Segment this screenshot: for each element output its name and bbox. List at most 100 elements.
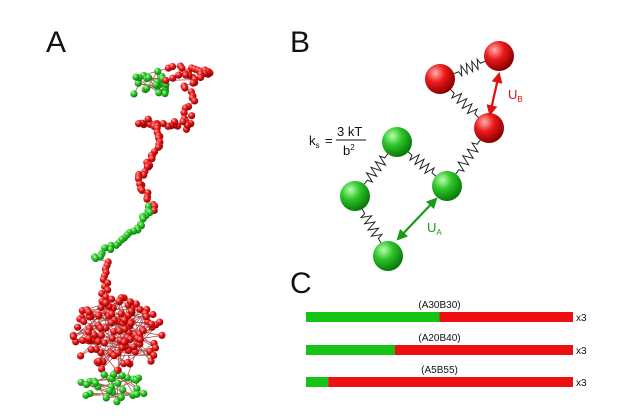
green-bead-4 bbox=[382, 127, 412, 157]
polymer-monomer bbox=[134, 175, 143, 183]
block-a-segment bbox=[306, 312, 440, 322]
formula-numerator: 3 kT bbox=[337, 124, 362, 139]
polymer-monomer bbox=[182, 71, 190, 79]
polymer-monomer bbox=[117, 393, 125, 402]
polymer-monomer bbox=[161, 90, 169, 98]
polymer-monomer bbox=[95, 357, 103, 365]
red-bead-0 bbox=[425, 64, 455, 94]
polymer-monomer bbox=[127, 319, 135, 327]
polymer-monomer bbox=[118, 372, 126, 380]
beads bbox=[340, 41, 514, 271]
ub-label: UB bbox=[508, 87, 523, 104]
spring-constant-formula: ks = 3 kT b2 bbox=[309, 124, 366, 158]
polymer-monomer bbox=[139, 327, 147, 335]
polymer-monomer bbox=[175, 71, 183, 79]
block-a-segment bbox=[306, 345, 395, 355]
repeat-multiplier: x3 bbox=[576, 346, 587, 357]
panel-a-letter: A bbox=[46, 26, 66, 59]
polymer-monomer bbox=[117, 310, 125, 318]
polymer-monomer bbox=[82, 381, 91, 389]
polymer-monomer bbox=[94, 337, 102, 346]
polymer-monomer bbox=[77, 352, 85, 360]
polymer-monomer bbox=[133, 385, 141, 393]
polymer-monomer bbox=[119, 386, 127, 394]
polymer-monomer bbox=[98, 365, 106, 373]
polymer-monomer bbox=[110, 328, 118, 336]
polymer-monomer bbox=[80, 317, 88, 326]
polymer-monomer bbox=[168, 63, 177, 71]
polymer-monomer bbox=[179, 118, 187, 126]
polymer-monomer bbox=[149, 310, 157, 319]
polymer-monomer bbox=[142, 313, 150, 321]
svg-text:ks: ks bbox=[309, 133, 320, 150]
polymer-monomer bbox=[197, 73, 205, 82]
polymer-monomer bbox=[154, 67, 162, 75]
polymer-monomer bbox=[134, 79, 142, 87]
polymer-monomer bbox=[107, 319, 115, 327]
polymer-monomer bbox=[130, 343, 138, 351]
repeat-multiplier: x3 bbox=[576, 378, 587, 389]
polymer-monomer bbox=[90, 331, 98, 339]
polymer-monomer bbox=[77, 378, 85, 386]
polymer-monomer bbox=[108, 334, 116, 342]
sequence-label: (A30B30) bbox=[418, 300, 460, 311]
polymer-monomer bbox=[133, 390, 141, 398]
polymer-monomer bbox=[102, 299, 110, 307]
polymer-monomer bbox=[136, 305, 144, 314]
polymer-monomer bbox=[101, 244, 109, 252]
polymer-monomer bbox=[191, 97, 199, 105]
polymer-monomer bbox=[159, 120, 167, 128]
polymer-monomer bbox=[152, 81, 160, 89]
polymer-monomer bbox=[107, 245, 115, 253]
polymer-monomer bbox=[110, 352, 118, 360]
polymer-monomer bbox=[178, 64, 186, 72]
polymer-monomer bbox=[102, 394, 110, 402]
spring-3 bbox=[407, 150, 437, 178]
polymer-monomer bbox=[132, 376, 140, 384]
bead-spring-model: UB UA ks = 3 kT b2 bbox=[309, 41, 523, 271]
spring-5 bbox=[359, 208, 384, 244]
polymer-monomer bbox=[189, 79, 197, 87]
polymer-monomer bbox=[127, 307, 135, 315]
polymer-monomer bbox=[188, 112, 196, 120]
polymer-monomer bbox=[97, 303, 105, 312]
polymer-monomer bbox=[132, 73, 140, 81]
sequence-bars: (A30B30)x3(A20B40)x3(A5B55)x3 bbox=[306, 300, 587, 389]
polymer-monomer bbox=[135, 120, 143, 128]
sequence-bar-1: (A20B40)x3 bbox=[306, 333, 587, 357]
spring-0 bbox=[452, 57, 487, 78]
polymer-monomer bbox=[162, 76, 170, 85]
polymer-monomer bbox=[85, 308, 93, 316]
polymer-monomer bbox=[97, 331, 105, 340]
formula-denominator: b bbox=[343, 143, 350, 158]
block-a-segment bbox=[306, 377, 329, 387]
formula-lhs: k bbox=[309, 133, 316, 148]
polymer-monomer bbox=[91, 379, 100, 387]
polymer-monomer bbox=[147, 357, 155, 365]
polymer-monomer bbox=[79, 336, 87, 344]
polymer-monomer bbox=[151, 344, 160, 352]
polymer-monomer bbox=[136, 336, 144, 344]
polymer-monomer bbox=[156, 318, 164, 326]
polymer-monomer bbox=[123, 374, 132, 382]
polymer-monomer bbox=[112, 241, 120, 249]
polymer-monomer bbox=[92, 254, 100, 262]
polymer-monomer bbox=[87, 346, 95, 354]
polymer-monomer bbox=[115, 327, 124, 335]
polymer-monomer bbox=[132, 300, 140, 308]
repeat-multiplier: x3 bbox=[576, 313, 587, 324]
polymer-monomer bbox=[97, 324, 105, 332]
polymer-monomer bbox=[100, 371, 108, 379]
polymer-monomer bbox=[118, 344, 126, 352]
spring-1 bbox=[449, 88, 480, 119]
polymer-monomer bbox=[181, 84, 189, 92]
formula-equals: = bbox=[325, 133, 333, 148]
polymer-monomer bbox=[120, 338, 128, 346]
ua-label: UA bbox=[427, 220, 442, 237]
panel-b-letter: B bbox=[290, 26, 310, 59]
polymer-monomer bbox=[126, 298, 134, 306]
polymer-monomer bbox=[155, 89, 163, 97]
polymer-monomer bbox=[143, 84, 151, 92]
sequence-bar-2: (A5B55)x3 bbox=[306, 365, 587, 389]
polymer-monomer bbox=[145, 74, 153, 82]
